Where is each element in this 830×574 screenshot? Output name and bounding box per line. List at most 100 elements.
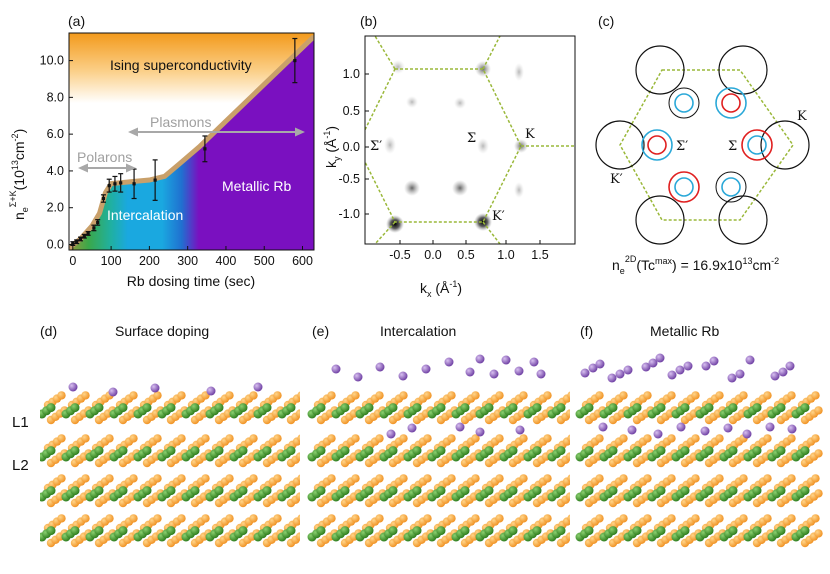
sigma-label-c: Σ xyxy=(728,139,737,154)
sulfur-atom xyxy=(153,474,162,483)
metal-atom xyxy=(46,526,56,536)
metal-atom xyxy=(70,403,80,413)
spot xyxy=(454,97,466,109)
y-tick-label-b: -1.0 xyxy=(338,207,360,221)
sulfur-atom xyxy=(295,452,300,461)
ising-label: Ising superconductivity xyxy=(110,57,252,73)
sulfur-atom xyxy=(297,474,300,483)
metal-atom xyxy=(286,403,296,413)
rb-atom xyxy=(641,362,651,372)
sigma-pocket-outer xyxy=(715,171,747,203)
metal-atom xyxy=(316,446,326,456)
rb-atom xyxy=(742,429,752,439)
sulfur-atom xyxy=(375,434,384,443)
sulfur-atom xyxy=(715,474,724,483)
metal-atom xyxy=(118,446,128,456)
y-tick-label: 2.0 xyxy=(47,201,64,215)
sulfur-atom xyxy=(471,474,480,483)
metal-atom xyxy=(508,446,518,456)
sulfur-atom xyxy=(399,474,408,483)
metal-atom xyxy=(166,446,176,456)
sulfur-atom xyxy=(787,434,796,443)
sulfur-atom xyxy=(295,492,300,501)
point-marker xyxy=(107,184,111,188)
y-tick-label-b: 0.5 xyxy=(343,104,360,118)
sulfur-atom xyxy=(153,514,162,523)
metal-atom xyxy=(608,446,618,456)
data-point xyxy=(77,236,83,242)
sulfur-atom xyxy=(543,434,552,443)
sulfur-atom xyxy=(201,474,210,483)
rb-atom xyxy=(778,367,788,377)
metal-atom xyxy=(656,403,666,413)
metal-atom xyxy=(584,486,594,496)
sulfur-atom xyxy=(129,434,138,443)
sulfur-atom xyxy=(787,391,796,400)
metal-atom xyxy=(286,526,296,536)
metal-atom xyxy=(388,526,398,536)
metal-atom xyxy=(584,526,594,536)
metal-atom xyxy=(364,526,374,536)
sulfur-atom xyxy=(129,514,138,523)
sigma-pocket-blue xyxy=(674,177,694,197)
sulfur-atom xyxy=(447,434,456,443)
y-axis-label-b: ky (Å-1) xyxy=(322,126,342,168)
k-prime-label-c: K′ xyxy=(610,172,623,187)
formula-label: ne2D(Tcmax) = 16.9x1013cm-2 xyxy=(612,254,779,276)
sulfur-atom xyxy=(811,474,820,483)
metal-atom xyxy=(46,403,56,413)
metal-atom xyxy=(632,486,642,496)
sulfur-atom xyxy=(619,514,628,523)
sulfur-atom xyxy=(129,391,138,400)
rb-atom xyxy=(607,373,617,383)
sulfur-atom xyxy=(619,391,628,400)
sulfur-atom xyxy=(399,391,408,400)
sulfur-atom xyxy=(619,474,628,483)
plasmons-arrowhead-left xyxy=(128,127,138,137)
x-tick-label: 300 xyxy=(177,254,198,268)
point-marker xyxy=(293,58,297,63)
rb-atom xyxy=(253,382,263,392)
x-tick-label-b: 1.0 xyxy=(497,248,514,262)
metal-atom xyxy=(166,526,176,536)
k-pocket xyxy=(635,195,685,245)
sulfur-atom xyxy=(81,434,90,443)
sulfur-atom xyxy=(763,474,772,483)
sulfur-atom xyxy=(495,514,504,523)
sulfur-atom xyxy=(273,434,282,443)
rb-atom xyxy=(331,364,341,374)
metal-atom xyxy=(118,403,128,413)
sulfur-atom xyxy=(814,406,823,415)
k-label-c: K xyxy=(797,109,807,124)
rb-atom xyxy=(627,425,637,435)
sulfur-atom xyxy=(297,514,300,523)
k-pocket xyxy=(595,120,645,170)
x-axis-label-a: Rb dosing time (sec) xyxy=(127,273,255,289)
metal-atom xyxy=(776,486,786,496)
metal-atom xyxy=(632,446,642,456)
y-tick-label-b: 0.0 xyxy=(343,140,360,154)
sigma-pocket-blue xyxy=(747,135,767,155)
polarons-arrowhead-right xyxy=(126,163,136,173)
metal-atom xyxy=(484,446,494,456)
metal-atom xyxy=(484,486,494,496)
sigma-prime-label-c: Σ′ xyxy=(676,139,688,154)
sulfur-atom xyxy=(519,434,528,443)
metal-atom xyxy=(118,526,128,536)
sigma-pocket-blue xyxy=(674,93,694,113)
panel-e-label: (e) xyxy=(312,323,329,339)
metal-atom xyxy=(94,486,104,496)
metal-atom xyxy=(460,446,470,456)
sulfur-atom xyxy=(471,514,480,523)
metal-atom xyxy=(286,486,296,496)
metal-atom xyxy=(316,486,326,496)
sulfur-atom xyxy=(327,514,336,523)
metal-atom xyxy=(608,486,618,496)
sulfur-atom xyxy=(399,514,408,523)
sulfur-atom xyxy=(423,391,432,400)
rb-atom xyxy=(723,423,733,433)
metal-atom xyxy=(704,526,714,536)
sulfur-atom xyxy=(57,391,66,400)
metal-atom xyxy=(680,526,690,536)
rb-atom xyxy=(455,422,465,432)
